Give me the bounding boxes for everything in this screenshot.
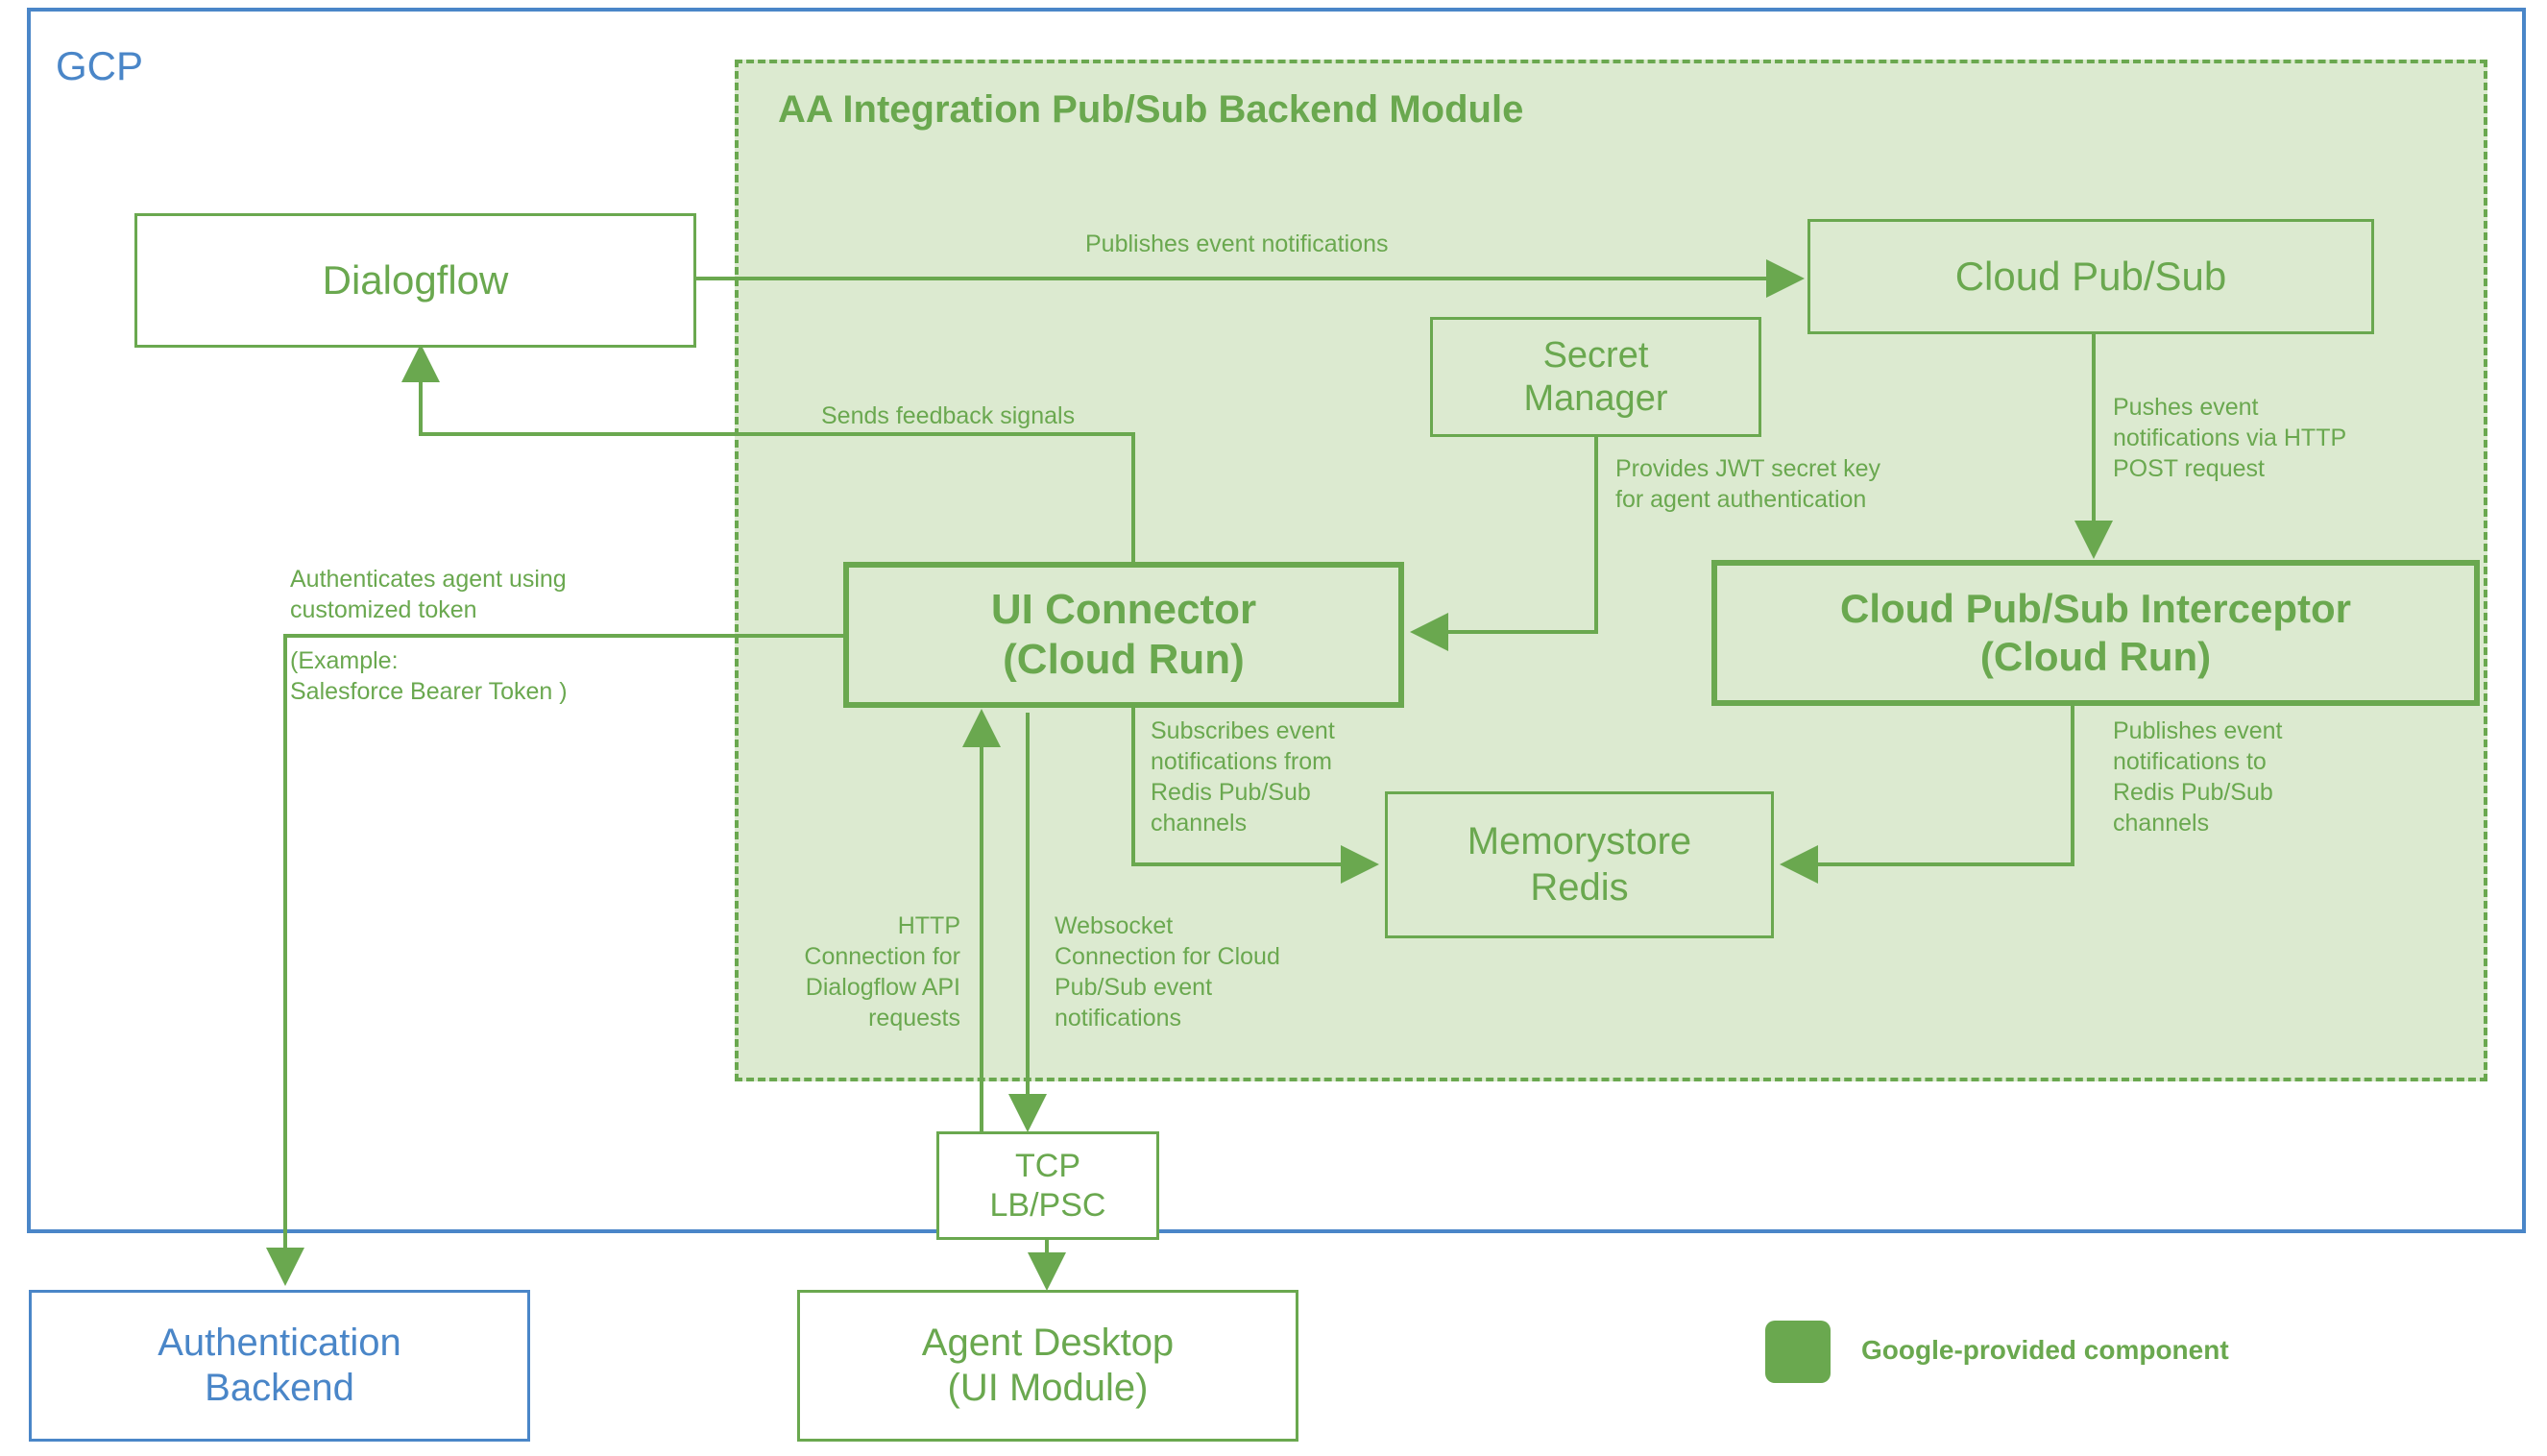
node-memorystore-redis-line1: Memorystore (1467, 820, 1692, 863)
edge-label-publishes-event-notifications: Publishes event notifications (1085, 231, 1389, 257)
node-cloud-pubsub[interactable]: Cloud Pub/Sub (1807, 219, 2374, 334)
gcp-boundary-label: GCP (56, 43, 144, 88)
edge-label-pushes-event-http-post: Pushes event notifications via HTTP POST… (2113, 394, 2347, 482)
node-secret-manager-line1: Secret (1542, 334, 1649, 376)
node-agent-desktop[interactable]: Agent Desktop (UI Module) (797, 1290, 1298, 1442)
node-authentication-backend[interactable]: Authentication Backend (29, 1290, 530, 1442)
node-ui-connector[interactable]: UI Connector (Cloud Run) (843, 562, 1404, 708)
edge-label-subscribes-from-redis: Subscribes event notifications from Redi… (1151, 717, 1335, 837)
node-pubsub-interceptor-line1: Cloud Pub/Sub Interceptor (1840, 586, 2351, 632)
node-dialogflow[interactable]: Dialogflow (134, 213, 696, 348)
edge-label-sends-feedback-signals: Sends feedback signals (821, 402, 1076, 429)
module-title: AA Integration Pub/Sub Backend Module (778, 88, 1524, 131)
edge-label-publishes-to-redis: Publishes event notifications to Redis P… (2113, 717, 2283, 837)
node-dialogflow-label: Dialogflow (322, 257, 509, 303)
node-tcp-lb-psc-line2: LB/PSC (989, 1186, 1106, 1224)
node-tcp-lb-psc[interactable]: TCP LB/PSC (936, 1131, 1159, 1240)
edge-label-authenticates-agent: Authenticates agent using customized tok… (290, 566, 567, 623)
node-ui-connector-line1: UI Connector (990, 586, 1257, 634)
node-pubsub-interceptor-line2: (Cloud Run) (1979, 634, 2212, 679)
node-authentication-backend-line2: Backend (205, 1367, 354, 1409)
edge-label-authenticates-agent-example: (Example: Salesforce Bearer Token ) (290, 647, 568, 705)
gcp-boundary (27, 8, 2526, 1233)
node-agent-desktop-line2: (UI Module) (947, 1367, 1149, 1409)
legend-swatch (1765, 1321, 1831, 1383)
node-secret-manager-line2: Manager (1523, 377, 1668, 419)
node-memorystore-redis[interactable]: Memorystore Redis (1385, 791, 1774, 938)
node-cloud-pubsub-label: Cloud Pub/Sub (1954, 254, 2227, 300)
node-tcp-lb-psc-line1: TCP (1015, 1148, 1080, 1185)
node-secret-manager[interactable]: Secret Manager (1430, 317, 1761, 437)
edge-label-http-connection: HTTP Connection for Dialogflow API reque… (804, 912, 960, 1031)
node-pubsub-interceptor[interactable]: Cloud Pub/Sub Interceptor (Cloud Run) (1711, 560, 2480, 706)
node-ui-connector-line2: (Cloud Run) (1003, 636, 1245, 683)
edge-label-provides-jwt-secret: Provides JWT secret key for agent authen… (1615, 455, 1881, 513)
node-authentication-backend-line1: Authentication (158, 1321, 401, 1364)
edge-label-websocket-connection: Websocket Connection for Cloud Pub/Sub e… (1055, 912, 1280, 1031)
node-memorystore-redis-line2: Redis (1530, 865, 1629, 909)
legend-label: Google-provided component (1861, 1335, 2229, 1365)
node-agent-desktop-line1: Agent Desktop (921, 1321, 1175, 1364)
